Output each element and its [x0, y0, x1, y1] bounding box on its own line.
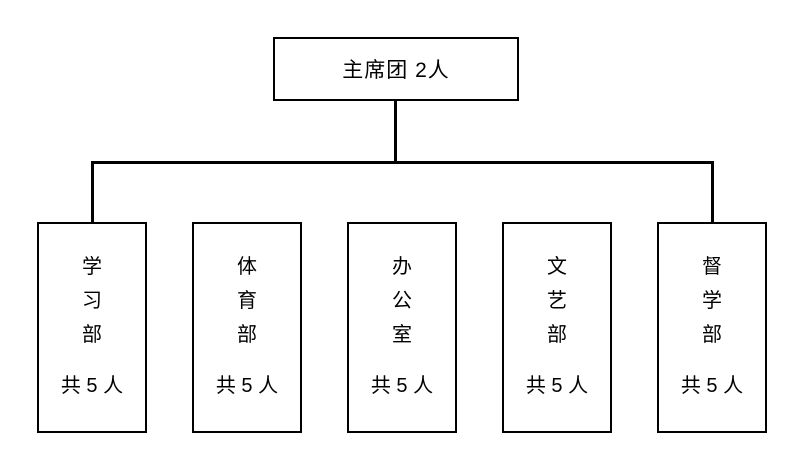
dept-name: 学习部	[82, 256, 102, 346]
connector-stem	[394, 101, 397, 164]
dept-node-supervision: 督学部 共 5 人	[657, 222, 767, 433]
dept-count: 共 5 人	[60, 375, 124, 397]
dept-count: 共 5 人	[525, 375, 589, 397]
root-node-presidium: 主席团 2人	[273, 37, 519, 101]
connector-horizontal	[91, 161, 714, 164]
dept-node-study: 学习部 共 5 人	[37, 222, 147, 433]
dept-name: 督学部	[702, 256, 722, 346]
dept-node-sports: 体育部 共 5 人	[192, 222, 302, 433]
dept-count: 共 5 人	[680, 375, 744, 397]
connector-drop-right	[711, 161, 714, 222]
dept-name: 文艺部	[547, 256, 567, 346]
dept-name: 办公室	[392, 256, 412, 346]
dept-node-arts: 文艺部 共 5 人	[502, 222, 612, 433]
connector-drop-left	[91, 161, 94, 222]
dept-count: 共 5 人	[370, 375, 434, 397]
dept-count: 共 5 人	[215, 375, 279, 397]
dept-name: 体育部	[237, 256, 257, 346]
dept-node-office: 办公室 共 5 人	[347, 222, 457, 433]
